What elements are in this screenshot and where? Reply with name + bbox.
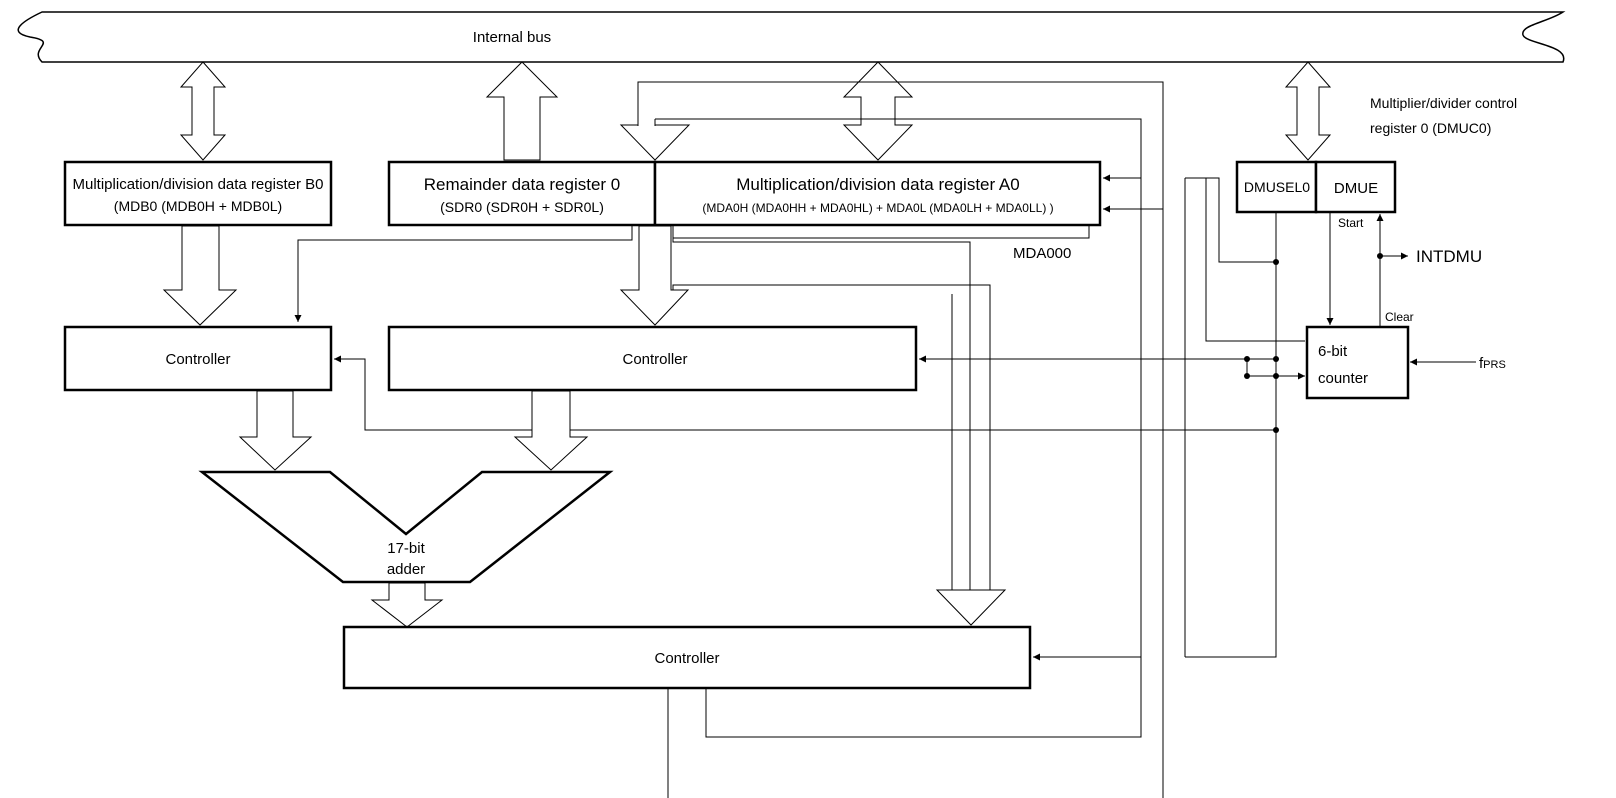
mda0-title: Multiplication/division data register A0	[736, 175, 1019, 194]
internal-bus: Internal bus	[17, 11, 1566, 63]
dmusel0-bit: DMUSEL0	[1244, 179, 1310, 195]
register-sdr0: Remainder data register 0 (SDR0 (SDR0H +…	[387, 160, 657, 227]
adder-line2: adder	[387, 561, 425, 578]
mda0-to-bottom-controller-arrow	[935, 589, 1007, 626]
sdr0-subtitle: (SDR0 (SDR0H + SDR0L)	[440, 199, 604, 215]
dmuc0-label-line1: Multiplier/divider control	[1370, 95, 1517, 111]
dmuc0-bus-bidirectional-arrow	[1284, 61, 1332, 161]
counter-line2: counter	[1318, 370, 1368, 387]
clear-label: Clear	[1385, 310, 1414, 324]
internal-bus-label: Internal bus	[473, 29, 551, 46]
mda0-inputs	[1103, 174, 1277, 263]
left-controller-to-adder-arrow	[238, 390, 313, 471]
sdr0-title: Remainder data register 0	[424, 175, 621, 194]
adder-line1: 17-bit	[387, 540, 425, 557]
intdmu-label: INTDMU	[1416, 247, 1482, 266]
register-wires	[294, 226, 1090, 590]
controller-to-adder-arrows	[238, 390, 590, 471]
mda000-label: MDA000	[1013, 245, 1071, 262]
mdb0-title: Multiplication/division data register B0	[73, 176, 324, 193]
controller-bottom-label: Controller	[654, 650, 719, 667]
controller-middle: Controller	[387, 325, 918, 392]
adder-to-bottom-controller-arrow	[370, 582, 444, 628]
counter-6bit: 6-bit counter fPRS	[1205, 178, 1506, 400]
mda0-subtitle: (MDA0H (MDA0HH + MDA0HL) + MDA0L (MDA0LH…	[702, 201, 1053, 215]
mdb0-to-left-controller-arrow	[162, 225, 238, 326]
dmuc0-label-line2: register 0 (DMUC0)	[1370, 120, 1491, 136]
controller-left: Controller	[63, 325, 333, 392]
bus-arrows	[179, 61, 1332, 161]
mdb0-subtitle: (MDB0 (MDB0H + MDB0L)	[114, 198, 282, 214]
dmue-signals: Start Clear INTDMU	[1326, 212, 1482, 327]
mdb0-bus-bidirectional-arrow	[179, 61, 227, 161]
sdr0-feed-arrow	[619, 81, 1164, 798]
adder-17bit: 17-bit adder	[198, 470, 614, 584]
register-to-controller-arrows	[162, 225, 690, 326]
junction-dots	[1244, 253, 1383, 433]
dmue-bit: DMUE	[1334, 180, 1378, 197]
sdr0-to-middle-controller-arrow	[619, 225, 690, 326]
sdr0-bus-arrow	[485, 61, 559, 161]
fprs-label: fPRS	[1479, 355, 1506, 372]
mda0-bus-bidirectional-arrow	[842, 61, 914, 161]
control-wires	[334, 178, 1277, 661]
controller-middle-label: Controller	[622, 351, 687, 368]
register-mdb0: Multiplication/division data register B0…	[63, 160, 333, 227]
controller-bottom: Controller	[342, 625, 1032, 798]
start-label: Start	[1338, 216, 1364, 230]
register-mda0: Multiplication/division data register A0…	[653, 160, 1102, 262]
register-dmuc0: Multiplier/divider control register 0 (D…	[1235, 95, 1517, 214]
controller-left-label: Controller	[165, 351, 230, 368]
counter-line1: 6-bit	[1318, 343, 1348, 360]
